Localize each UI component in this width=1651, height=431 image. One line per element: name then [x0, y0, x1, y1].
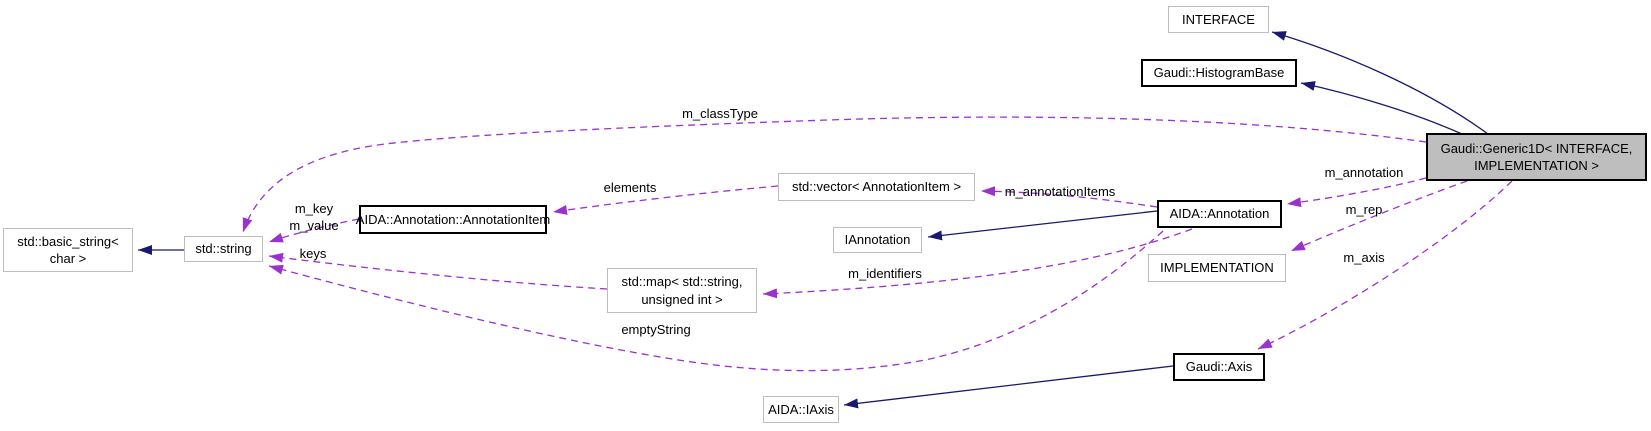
- label-m-axis: m_axis: [1343, 250, 1385, 265]
- node-std-vector-annotationitem: std::vector< AnnotationItem >: [778, 173, 975, 201]
- edge-generic1d-histogrambase: [1300, 81, 1463, 135]
- node-std-map: std::map< std::string, unsigned int >: [607, 268, 757, 313]
- label-m-classtype: m_classType: [682, 106, 758, 121]
- node-implementation: IMPLEMENTATION: [1148, 254, 1286, 282]
- edge-m-annotationitems: [980, 186, 1158, 208]
- node-interface: INTERFACE: [1168, 6, 1269, 33]
- edge-m-axis: [1257, 180, 1513, 350]
- edge-elements: [552, 185, 779, 215]
- node-aida-annotation-annotationitem[interactable]: AIDA::Annotation::AnnotationItem: [356, 205, 550, 234]
- edge-m-key-m-value: [268, 218, 360, 243]
- label-m-identifiers: m_identifiers: [848, 266, 922, 281]
- label-m-rep: m_rep: [1345, 202, 1383, 217]
- edge-emptystring: [268, 230, 1164, 372]
- label-keys: keys: [299, 246, 327, 261]
- edge-m-identifiers: [762, 228, 1193, 299]
- edge-m-classtype: [242, 116, 1427, 233]
- label-elements: elements: [603, 180, 657, 195]
- edge-generic1d-interface: [1271, 31, 1489, 135]
- node-std-basic-string: std::basic_string< char >: [3, 228, 133, 272]
- label-m-key-m-value: m_key m_value: [289, 201, 339, 233]
- label-m-annotationitems: m_annotationItems: [1004, 184, 1116, 199]
- edge-m-rep: [1290, 180, 1468, 252]
- node-gaudi-axis[interactable]: Gaudi::Axis: [1173, 353, 1265, 381]
- node-gaudi-generic1d: Gaudi::Generic1D< INTERFACE, IMPLEMENTAT…: [1426, 133, 1647, 181]
- node-iannotation: IAnnotation: [833, 227, 922, 253]
- node-aida-iaxis: AIDA::IAxis: [763, 396, 839, 423]
- node-std-string: std::string: [184, 236, 263, 262]
- node-aida-annotation[interactable]: AIDA::Annotation: [1157, 200, 1282, 228]
- label-emptystring: emptyString: [621, 322, 691, 337]
- node-gaudi-histogrambase[interactable]: Gaudi::HistogramBase: [1141, 59, 1297, 87]
- edge-m-annotation: [1286, 177, 1427, 208]
- edge-axis-iaxis: [843, 365, 1174, 409]
- label-m-annotation: m_annotation: [1324, 165, 1404, 180]
- edge-annotation-iannotation: [927, 210, 1158, 241]
- edge-keys: [268, 252, 608, 290]
